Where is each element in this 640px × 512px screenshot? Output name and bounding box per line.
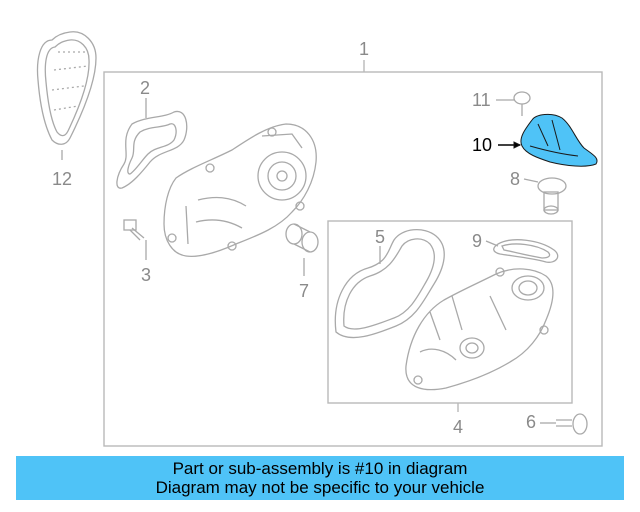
callout-12: 12 [52,169,73,189]
parts-diagram [36,31,603,447]
water-pump-housing [163,123,317,258]
subassembly-box-4 [327,220,573,404]
callout-10: 10 [472,135,493,155]
bolt-6 [540,413,588,435]
callout-3: 3 [141,265,152,285]
sleeve-7 [285,223,319,276]
bolt-11 [496,91,531,116]
callout-8: 8 [510,169,521,189]
thermostat-cover-10-highlighted [498,113,598,167]
callout-7: 7 [299,281,310,301]
gasket-2 [116,98,188,189]
assembly-box-1 [103,71,603,447]
callout-1: 1 [359,39,370,59]
banner-line-2: Diagram may not be specific to your vehi… [155,478,485,497]
callout-9: 9 [472,231,483,251]
info-banner: Part or sub-assembly is #10 in diagram D… [16,456,624,500]
callout-6: 6 [526,412,537,432]
thermostat-housing [405,267,554,391]
callout-11: 11 [472,90,491,110]
callout-4: 4 [453,417,464,437]
callout-5: 5 [375,227,386,247]
callout-2: 2 [140,78,151,98]
o-ring-9 [485,239,559,263]
banner-line-1: Part or sub-assembly is #10 in diagram [172,459,468,478]
bolt-3 [123,219,147,260]
thermostat-8 [523,177,567,215]
drive-belt [36,31,97,160]
gasket-5 [334,229,445,339]
